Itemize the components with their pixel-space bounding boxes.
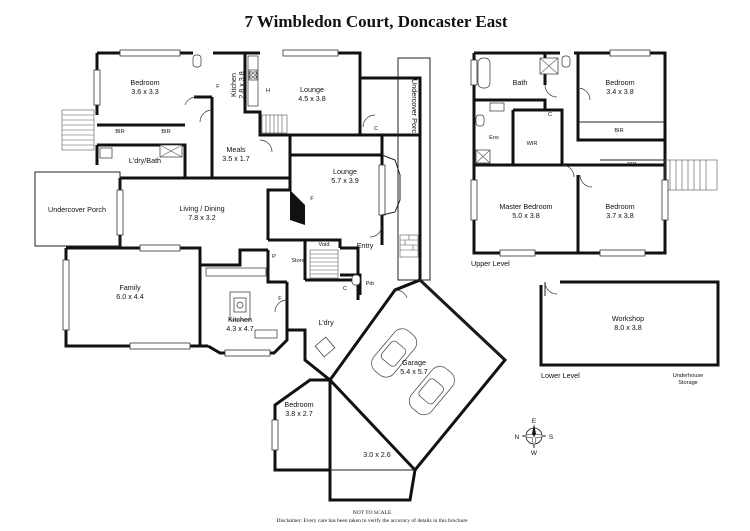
bir-label-2: BIR bbox=[161, 129, 170, 135]
cooktop-icon bbox=[248, 69, 258, 81]
laundry-sink-icon bbox=[314, 336, 336, 358]
room-family-name: Family bbox=[119, 283, 141, 292]
room-garage-name: Garage bbox=[402, 358, 426, 367]
p-label-store: P bbox=[272, 254, 276, 260]
room-workshop-size: 8.0 x 3.8 bbox=[614, 323, 642, 332]
stair-upper-icon bbox=[664, 159, 718, 191]
room-lounge-top-size: 4.5 x 3.8 bbox=[298, 94, 326, 103]
room-void-name: Void bbox=[319, 242, 330, 248]
room-kitchen-main-name: Kitchen bbox=[228, 315, 252, 324]
bathtub-icon bbox=[477, 57, 491, 89]
room-undercover-porch-left-name: Undercover Porch bbox=[48, 205, 106, 214]
c-label-upper: C bbox=[548, 112, 552, 118]
bir-label-1: BIR bbox=[115, 129, 124, 135]
room-garage-size: 5.4 x 5.7 bbox=[400, 367, 428, 376]
bir-label-upper-1: BIR bbox=[614, 128, 623, 134]
compass-s: S bbox=[549, 434, 554, 441]
upper-level-label: Upper Level bbox=[471, 259, 510, 268]
fire-label: F bbox=[310, 196, 314, 202]
room-kitchen-main-size: 4.3 x 4.7 bbox=[226, 324, 254, 333]
f-label-kitchen: F bbox=[278, 296, 282, 302]
stair-left-icon bbox=[61, 109, 95, 151]
underhouse-storage-line2: Storage bbox=[678, 380, 698, 386]
room-bedroom-nw-name: Bedroom bbox=[130, 78, 159, 87]
plan-title: 7 Wimbledon Court, Doncaster East bbox=[244, 12, 507, 31]
car-icon-1 bbox=[371, 328, 418, 378]
compass-e: E bbox=[532, 418, 537, 425]
compass-w: W bbox=[531, 450, 538, 457]
kitchen-bench-main-icon bbox=[205, 267, 267, 277]
room-kitchen-small-size: 2.8 x 3.8 bbox=[237, 71, 246, 99]
room-undercover-porch-right-name: Undercover Porch bbox=[410, 79, 419, 137]
room-bedroom-nw-size: 3.6 x 3.3 bbox=[131, 87, 159, 96]
room-lounge-mid-size: 5.7 x 3.9 bbox=[331, 176, 359, 185]
h-label: H bbox=[266, 88, 270, 94]
fireplace-icon bbox=[290, 190, 305, 225]
f-label-top: F bbox=[216, 84, 220, 90]
room-meals-name: Meals bbox=[226, 145, 246, 154]
toilet-pdr-icon bbox=[351, 274, 361, 286]
car-icon-2 bbox=[408, 366, 455, 416]
room-bedroom-sw-name: Bedroom bbox=[284, 400, 313, 409]
not-to-scale-note: NOT TO SCALE bbox=[353, 510, 392, 516]
toilet-upper-icon bbox=[561, 55, 571, 68]
room-living-dining-name: Living / Dining bbox=[179, 204, 224, 213]
room-bedroom-se-name: Bedroom bbox=[605, 202, 634, 211]
room-wir-name: WIR bbox=[527, 141, 538, 147]
room-bedroom-se-size: 3.7 x 3.8 bbox=[606, 211, 634, 220]
c-label-porch: C bbox=[374, 126, 378, 132]
lower-level-plan: Workshop 8.0 x 3.8 Lower Level Underhous… bbox=[539, 280, 720, 386]
room-bedroom-ne-size: 3.4 x 3.8 bbox=[606, 87, 634, 96]
room-family-size: 6.0 x 4.4 bbox=[116, 292, 144, 301]
vanity-upper-icon bbox=[489, 102, 505, 112]
lower-level-label: Lower Level bbox=[541, 371, 580, 380]
brick-feature-icon bbox=[399, 234, 419, 258]
room-ldry-name: L'dry bbox=[318, 318, 334, 327]
compass-icon: E W N S bbox=[515, 418, 554, 457]
room-bath-upper-name: Bath bbox=[513, 78, 528, 87]
room-lounge-top-name: Lounge bbox=[300, 85, 324, 94]
room-workshop-name: Workshop bbox=[612, 314, 644, 323]
room-bedroom-ne-name: Bedroom bbox=[605, 78, 634, 87]
room-ens-name: Ens bbox=[489, 135, 499, 141]
toilet-icon bbox=[192, 54, 202, 68]
bir-label-upper-2: BIR bbox=[627, 162, 636, 168]
underhouse-storage-line1: Underhouse bbox=[673, 373, 703, 379]
room-master-bedroom-name: Master Bedroom bbox=[499, 202, 552, 211]
room-bedroom-sw-size: 3.8 x 2.7 bbox=[285, 409, 313, 418]
ground-floor-plan: Bedroom 3.6 x 3.3 Kitchen 2.8 x 3.8 Loun… bbox=[34, 49, 508, 502]
pdr-label: Pdr bbox=[366, 281, 375, 287]
laundry-tub-icon bbox=[99, 147, 113, 159]
room-lounge-mid-name: Lounge bbox=[333, 167, 357, 176]
room-store-name: Store bbox=[291, 258, 304, 264]
room-entry-name: Entry bbox=[357, 241, 374, 250]
upper-level-plan: Bath Bedroom 3.4 x 3.8 Ens WIR C BIR BIR… bbox=[470, 49, 718, 268]
room-living-dining-size: 7.8 x 3.2 bbox=[188, 213, 216, 222]
room-ldry-bath-name: L'dry/Bath bbox=[129, 156, 161, 165]
stair-lounge-icon bbox=[261, 114, 288, 134]
c-label-ldry: C bbox=[343, 286, 347, 292]
room-meals-size: 3.5 x 1.7 bbox=[222, 154, 250, 163]
kitchen-bench-icon bbox=[247, 55, 259, 107]
stair-entry-icon bbox=[309, 249, 339, 279]
room-garage-ext-size: 3.0 x 2.6 bbox=[363, 450, 391, 459]
disclaimer-note: Disclaimer: Every care has been taken to… bbox=[276, 517, 468, 524]
compass-n: N bbox=[515, 434, 520, 441]
room-kitchen-small-name: Kitchen bbox=[229, 73, 238, 97]
room-master-bedroom-size: 5.0 x 3.8 bbox=[512, 211, 540, 220]
